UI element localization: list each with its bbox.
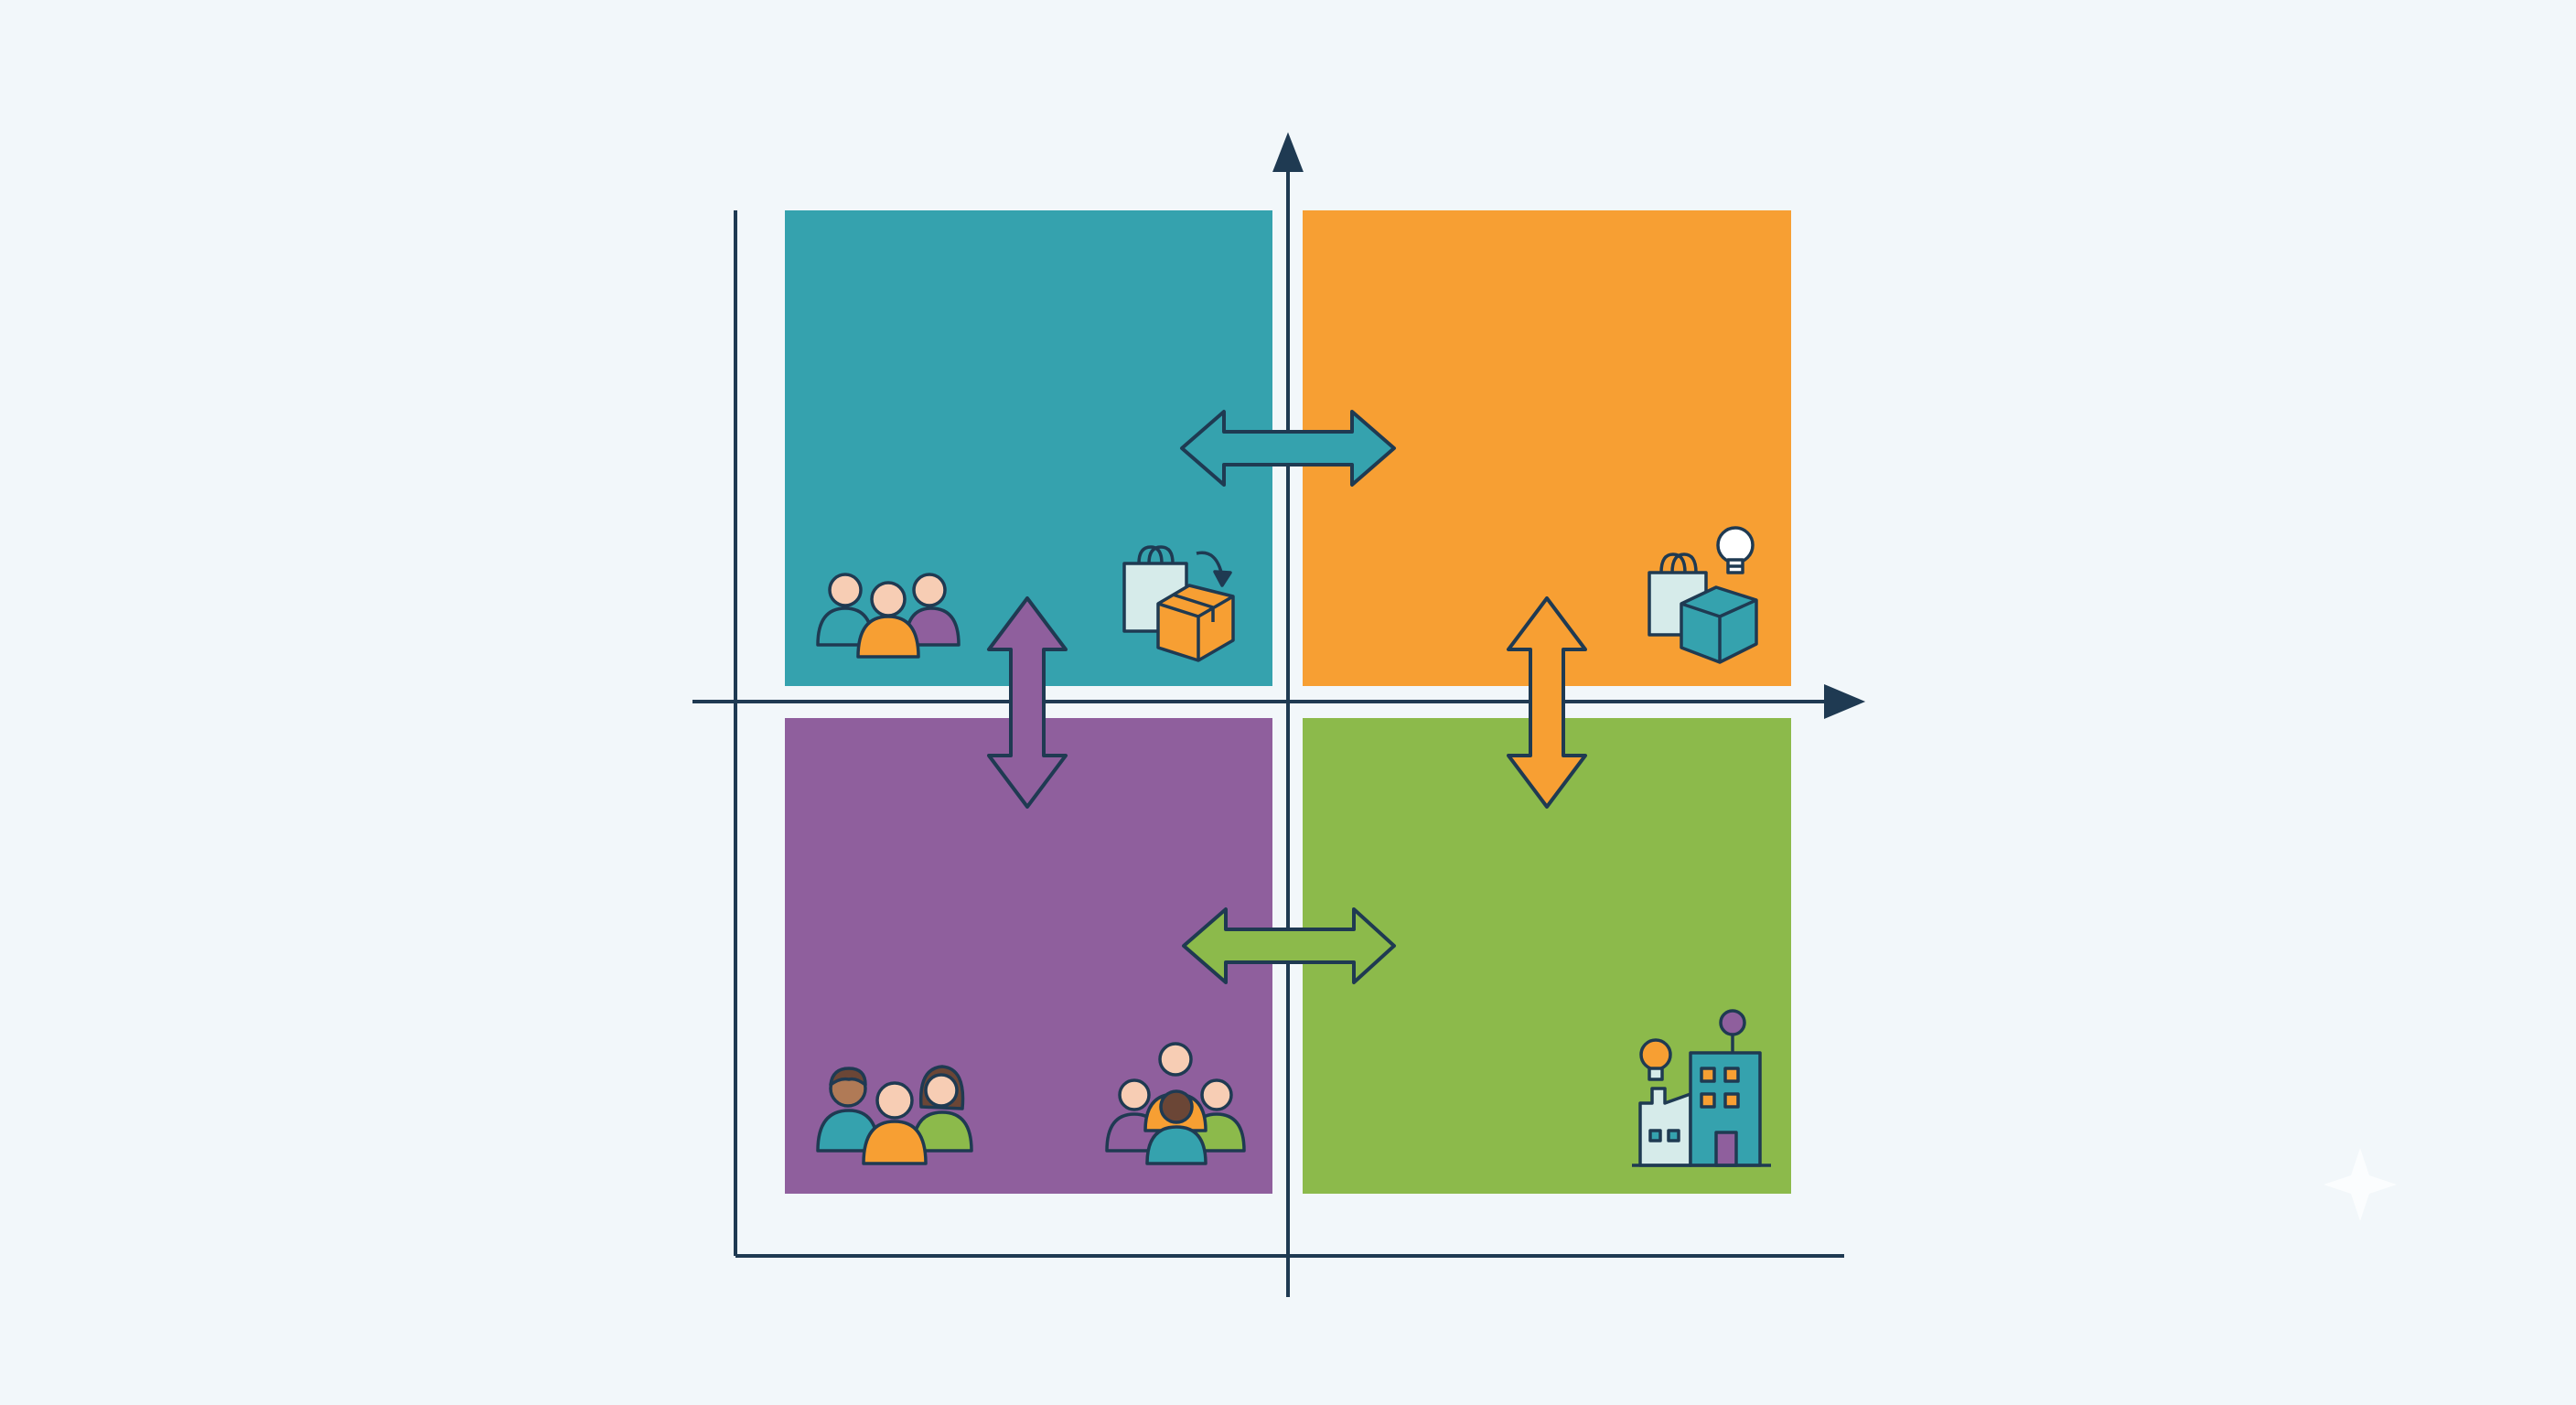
double-arrow-right-vertical-icon	[1507, 596, 1587, 809]
bag-box-lightbulb-icon	[1648, 526, 1758, 664]
crowd-icon	[1105, 1042, 1246, 1165]
double-arrow-top-horizontal-icon	[1180, 410, 1396, 487]
axes	[692, 132, 1866, 1297]
diverse-people-icon	[816, 1065, 973, 1165]
double-arrow-bottom-horizontal-icon	[1182, 907, 1396, 984]
factory-building-icon	[1632, 1009, 1771, 1167]
horizontal-axis-arrowhead-icon	[1824, 683, 1866, 720]
shopping-bag-to-box-icon	[1122, 545, 1235, 662]
double-arrow-left-vertical-icon	[987, 596, 1068, 809]
vertical-axis-arrowhead-icon	[1272, 132, 1304, 172]
customer-group-icon	[816, 573, 961, 659]
sparkle-icon	[2324, 1148, 2397, 1221]
